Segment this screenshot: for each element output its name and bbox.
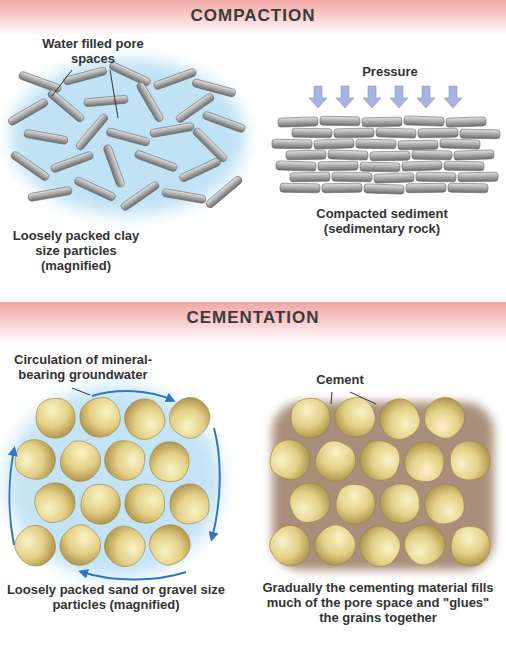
sand-grains [8, 390, 218, 575]
caption-label: Compacted sediment (sedimentary rock) [282, 206, 482, 236]
caption-label: Loosely packed clay size particles (magn… [6, 228, 146, 273]
pressure-arrows [309, 86, 462, 108]
groundwater [6, 386, 222, 578]
caption-label: Pressure [335, 64, 445, 79]
caption-label: Water filled pore spaces [38, 36, 148, 66]
compacted-layers [272, 116, 500, 194]
cemented-grains [263, 390, 496, 575]
section-heading: CEMENTATION [0, 302, 506, 328]
leader-line [72, 388, 90, 395]
caption-label: Cement [305, 372, 375, 387]
leader-line [52, 70, 118, 118]
pore-water [10, 59, 246, 215]
caption-label: Gradually the cementing material fills m… [258, 580, 498, 625]
clay-particles [7, 61, 246, 212]
heading-band: COMPACTION [0, 0, 506, 36]
caption-label: Circulation of mineral- bearing groundwa… [8, 352, 158, 382]
heading-band: CEMENTATION [0, 302, 506, 344]
flow-arrows [10, 391, 220, 579]
section-heading: COMPACTION [0, 0, 506, 26]
caption-label: Loosely packed sand or gravel size parti… [6, 582, 226, 612]
leader-line [331, 392, 376, 404]
